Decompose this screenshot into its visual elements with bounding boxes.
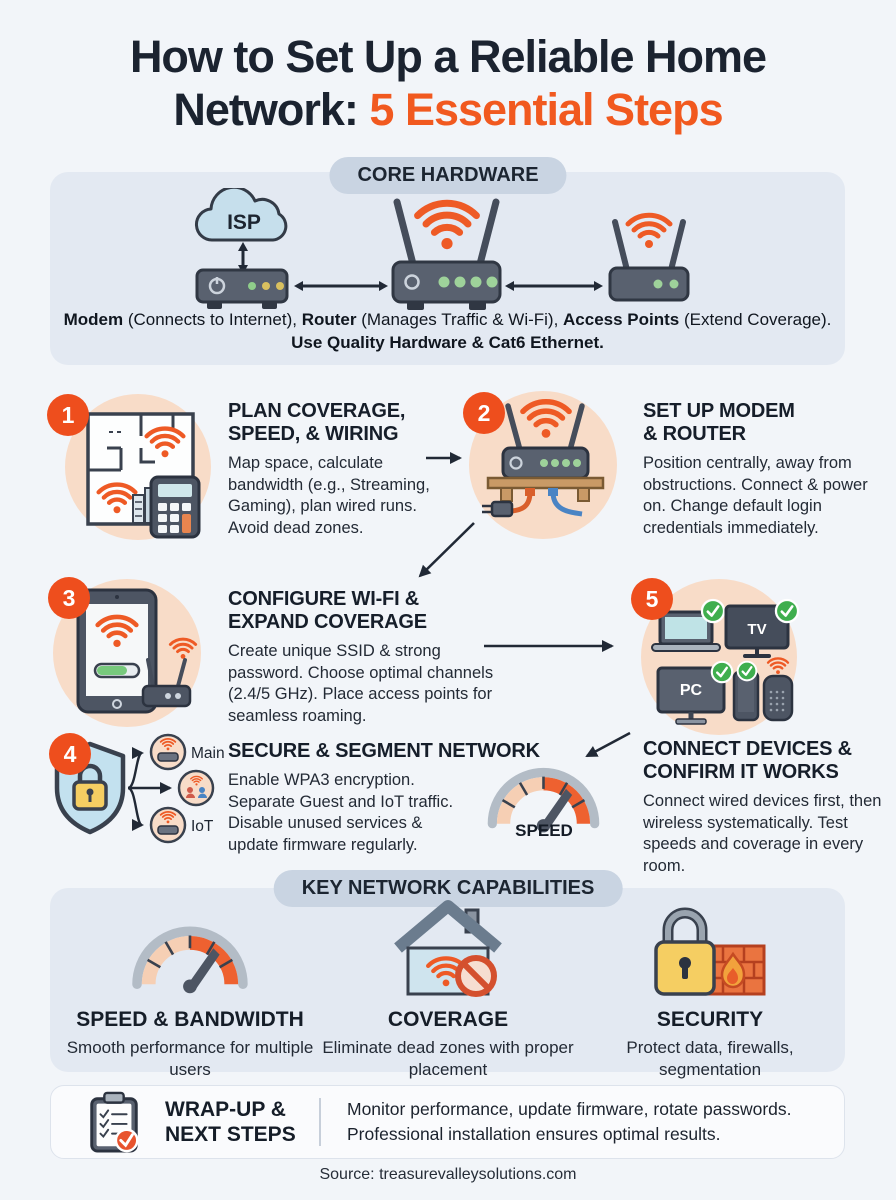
iot-label: IoT	[191, 818, 214, 835]
step-5-body: Connect wired devices first, then wirele…	[643, 792, 882, 875]
core-hardware-diagram: ISP	[194, 188, 690, 310]
core-hardware-caption: Modem (Connects to Internet), Router (Ma…	[63, 310, 832, 352]
no-dead-zone-icon	[455, 955, 497, 997]
modem-icon	[195, 268, 289, 309]
core-hardware-badge: CORE HARDWARE	[329, 157, 567, 194]
wrapup-title: WRAP-UP & NEXT STEPS	[165, 1098, 296, 1146]
wrapup-body: Monitor performance, update firmware, ro…	[347, 1099, 792, 1144]
arrow-step1-step2	[426, 452, 462, 464]
step-2-text: SET UP MODEM & ROUTER Position centrally…	[643, 400, 895, 539]
capability-title: COVERAGE	[387, 1008, 509, 1031]
step-3-body: Create unique SSID & strong password. Ch…	[228, 642, 494, 725]
step-2-router-shelf-icon	[469, 391, 617, 539]
capability-title: SPEED & BANDWIDTH	[76, 1008, 304, 1031]
step-4-title: SECURE & SEGMENT NETWORK	[228, 740, 540, 762]
step-1-body: Map space, calculate bandwidth (e.g., St…	[228, 454, 430, 537]
title-line1: How to Set Up a Reliable Home	[129, 31, 767, 82]
guest-network-icon	[177, 769, 215, 807]
step-1-text: PLAN COVERAGE, SPEED, & WIRING Map space…	[228, 400, 446, 539]
svg-text:PC: PC	[680, 682, 703, 699]
step-3-title: CONFIGURE WI-FI & EXPAND COVERAGE	[228, 588, 427, 633]
step-1-number: 1	[47, 394, 89, 436]
house-coverage-icon	[394, 900, 502, 997]
page-title: How to Set Up a Reliable Home Network: 5…	[0, 30, 896, 136]
arrow-step2-step3	[418, 522, 475, 578]
step-3-tablet-icon	[53, 579, 201, 727]
pc-icon: PC	[656, 666, 726, 725]
clipboard-icon	[90, 1091, 139, 1153]
power-plug-icon	[482, 500, 514, 518]
main-network-icon	[149, 733, 187, 771]
capability-coverage: COVERAGE Eliminate dead zones with prope…	[318, 900, 578, 1081]
calculator-icon	[149, 475, 201, 539]
step-4-text: SECURE & SEGMENT NETWORK Enable WPA3 enc…	[228, 740, 540, 856]
source-attribution: Source: treasurevalleysolutions.com	[319, 1166, 577, 1183]
main-label: Main	[191, 745, 225, 762]
step-2-title: SET UP MODEM & ROUTER	[643, 400, 795, 445]
capability-speed: SPEED & BANDWIDTH Smooth performance for…	[60, 906, 320, 1081]
smart-speaker-icon	[762, 657, 794, 722]
router-icon	[391, 198, 502, 310]
laptop-icon	[651, 610, 721, 652]
step-4-number: 4	[49, 733, 91, 775]
step-1-floorplan-icon	[65, 394, 211, 540]
speedometer-icon	[123, 908, 258, 998]
svg-text:TV: TV	[747, 621, 766, 638]
title-line2-prefix: Network:	[173, 84, 370, 135]
step-4-body: Enable WPA3 encryption. Separate Guest a…	[228, 771, 454, 854]
step-1-title: PLAN COVERAGE, SPEED, & WIRING	[228, 400, 406, 445]
capability-body: Smooth performance for multiple users	[66, 1038, 314, 1079]
step-5-number: 5	[631, 578, 673, 620]
step-5-title: CONNECT DEVICES & CONFIRM IT WORKS	[643, 738, 852, 783]
tv-icon: TV	[724, 604, 790, 658]
capabilities-badge: KEY NETWORK CAPABILITIES	[273, 870, 623, 907]
step-2-number: 2	[463, 392, 505, 434]
capability-body: Protect data, firewalls, segmentation	[626, 1038, 794, 1079]
step-5-devices-icon: TV PC	[641, 579, 800, 735]
step-2-body: Position centrally, away from obstructio…	[643, 454, 868, 537]
capability-body: Eliminate dead zones with proper placeme…	[322, 1038, 574, 1079]
lock-firewall-icon	[654, 907, 766, 996]
step-3-number: 3	[48, 577, 90, 619]
step-3-text: CONFIGURE WI-FI & EXPAND COVERAGE Create…	[228, 588, 496, 727]
step-4-shield-icon: Main IoT	[54, 733, 225, 844]
isp-label: ISP	[227, 211, 261, 234]
capability-security: SECURITY Protect data, firewalls, segmen…	[580, 906, 840, 1081]
arrow-step3-step5	[484, 640, 614, 652]
iot-network-icon	[149, 806, 187, 844]
phone-icon	[732, 670, 760, 722]
title-highlight: 5 Essential Steps	[369, 84, 723, 135]
step-5-text: CONNECT DEVICES & CONFIRM IT WORKS Conne…	[643, 738, 888, 877]
wrapup-card: WRAP-UP & NEXT STEPS Monitor performance…	[50, 1085, 845, 1159]
access-point-icon	[608, 215, 690, 302]
speed-label: SPEED	[515, 821, 573, 840]
arrow-step5-speed	[585, 731, 631, 758]
capability-title: SECURITY	[656, 1008, 764, 1031]
isp-cloud-icon	[194, 188, 288, 242]
divider	[319, 1098, 321, 1146]
